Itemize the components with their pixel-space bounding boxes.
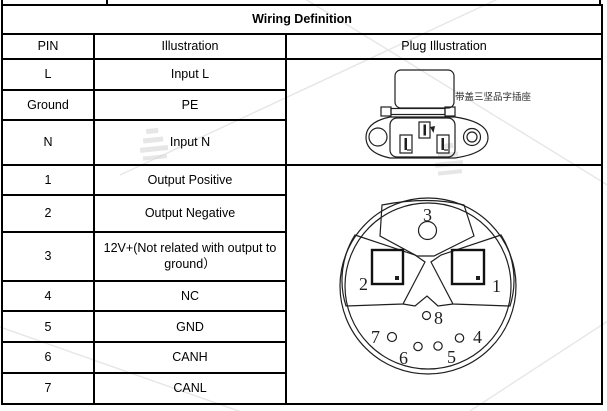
table-title: Wiring Definition	[0, 4, 604, 35]
pin-label-6: 6	[399, 348, 408, 368]
pin-label-8: 8	[434, 308, 443, 328]
illustration-cell-output-negative: Output Negative	[93, 194, 287, 233]
connector-outer-ring	[339, 197, 517, 375]
ground-arrow-mark	[430, 126, 435, 133]
top-keyway	[379, 199, 475, 257]
right-keyway	[430, 234, 515, 307]
ac-inlet-plug-cell: 带盖三坚品字插座	[284, 58, 604, 166]
pin-cell-3: 3	[1, 230, 95, 282]
connector-pin-7	[386, 331, 398, 343]
header-row: PIN Illustration Plug Illustration	[1, 33, 604, 60]
connector-pin-5	[433, 341, 443, 351]
pin-cell-5: 5	[1, 310, 95, 344]
connector-pin-2	[370, 248, 405, 286]
illustration-cell-input-l: Input L	[93, 58, 287, 91]
ac-inlet-caption: 带盖三坚品字插座	[455, 91, 532, 103]
circular-connector-drawing: 3 2 1 8 7 4 6 5	[339, 197, 517, 375]
pin-cell-4: 4	[1, 279, 95, 313]
illustration-cell-input-n: Input N	[93, 119, 287, 166]
screw-hole-right-inner	[466, 131, 478, 143]
illustration-cell-output-positive: Output Positive	[93, 163, 287, 197]
pin-label-4: 4	[473, 327, 482, 347]
top-stub-right-border	[599, 0, 601, 5]
pin-cell-7: 7	[1, 371, 95, 406]
table-row: 1 Output Positive	[1, 163, 604, 405]
circular-connector-plug-cell: 3 2 1 8 7 4 6 5	[284, 164, 604, 405]
pin-label-5: 5	[447, 347, 456, 367]
illustration-cell-nc: NC	[93, 279, 287, 313]
bottom-chevron	[402, 295, 454, 307]
pin-cell-6: 6	[1, 341, 95, 374]
illustration-cell-gnd: GND	[93, 310, 287, 344]
inlet-cover	[394, 69, 455, 109]
column-header-pin: PIN	[1, 33, 95, 60]
illustration-cell-canl: CANL	[93, 371, 287, 406]
illustration-cell-pe: PE	[93, 88, 287, 122]
pin-cell-l: L	[1, 58, 95, 91]
pin-cell-2: 2	[1, 194, 95, 233]
pin-label-1: 1	[492, 276, 501, 296]
left-keyway	[341, 234, 426, 307]
wiring-table: Wiring Definition PIN Illustration Plug …	[0, 4, 604, 406]
table-row: L Input L	[1, 58, 604, 166]
connector-inner-ring	[344, 202, 512, 370]
table-row: 3 12V+(Not related with output to ground…	[1, 230, 602, 282]
connector-pin-8	[421, 310, 432, 321]
hinge-bar	[390, 107, 446, 116]
pin-cell-1: 1	[1, 163, 95, 197]
screw-hole-left	[368, 127, 388, 147]
column-header-illustration: Illustration	[93, 33, 287, 60]
connector-pin-3	[417, 220, 438, 241]
pin-label-7: 7	[371, 327, 380, 347]
top-stub-left-border	[1, 0, 3, 5]
illustration-cell-canh: CANH	[93, 341, 287, 374]
pin-cell-n: N	[1, 119, 95, 166]
connector-pin-6	[413, 341, 423, 352]
illustration-cell-12v: 12V+(Not related with output to ground）	[93, 230, 287, 282]
table-row: 2 Output Negative	[1, 194, 602, 233]
pin-cell-ground: Ground	[1, 88, 95, 122]
title-row: Wiring Definition	[0, 4, 604, 35]
pin-label-3: 3	[423, 205, 432, 225]
connector-pin-1	[450, 248, 486, 286]
ac-inlet-drawing: 带盖三坚品字插座	[365, 69, 532, 159]
connector-pin-4	[454, 333, 465, 343]
pin-label-2: 2	[359, 274, 368, 294]
top-stub-divider	[106, 0, 108, 5]
screw-hole-right	[462, 127, 482, 147]
column-header-plug-illustration: Plug Illustration	[284, 33, 604, 60]
table-row: 4 NC	[1, 279, 602, 313]
hinge-cap-left	[380, 106, 392, 117]
